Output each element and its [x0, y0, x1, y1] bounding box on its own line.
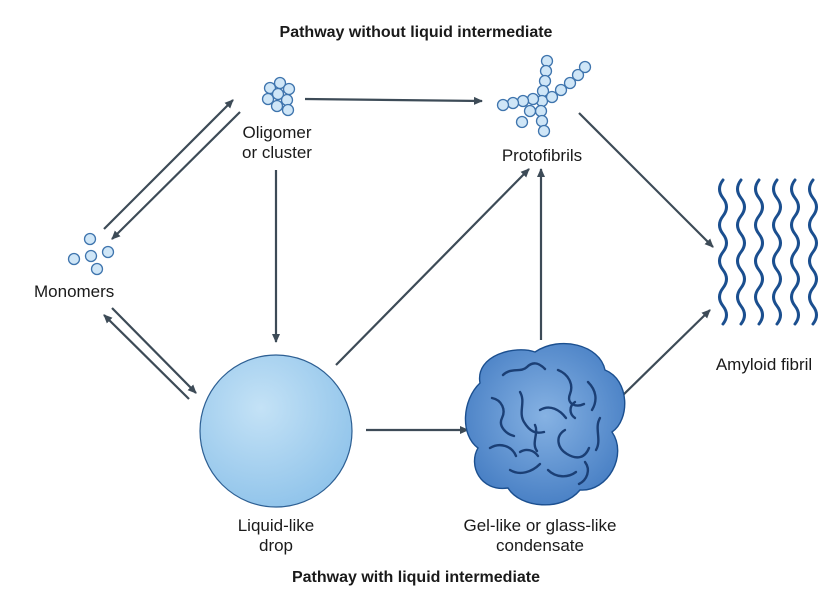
- arrow-protofibrils-to-amyloid: [578, 112, 714, 248]
- bottom-pathway-title: Pathway with liquid intermediate: [291, 569, 541, 586]
- liquid-drop-shape: [199, 354, 353, 508]
- monomers-label: Monomers: [34, 282, 115, 301]
- monomers-icon: [67, 232, 115, 276]
- oligomer-icon: [261, 76, 296, 117]
- condensate-label: Gel-like or glass-like condensate: [463, 516, 617, 555]
- oligomer-label: Oligomer or cluster: [242, 123, 312, 162]
- protofibrils-label: Protofibrils: [501, 146, 583, 165]
- arrow-drop-to-monomers: [103, 314, 190, 400]
- top-pathway-title: Pathway without liquid intermediate: [279, 24, 553, 41]
- arrow-monomers-to-drop: [111, 307, 197, 394]
- arrow-oligomer-to-monomers: [111, 111, 241, 240]
- arrow-condensate-to-amyloid: [619, 309, 711, 399]
- liquid-drop-label: Liquid-like drop: [237, 516, 315, 555]
- protofibrils-icon: [496, 54, 592, 138]
- arrow-monomers-to-oligomer: [103, 99, 234, 230]
- arrow-oligomer-to-protofibrils: [304, 96, 483, 105]
- condensate-shape: [464, 342, 626, 506]
- amyloid-fibril-icon: [718, 178, 818, 326]
- amyloid-fibril-label: Amyloid fibril: [715, 355, 813, 374]
- arrow-drop-to-protofibrils: [335, 168, 530, 366]
